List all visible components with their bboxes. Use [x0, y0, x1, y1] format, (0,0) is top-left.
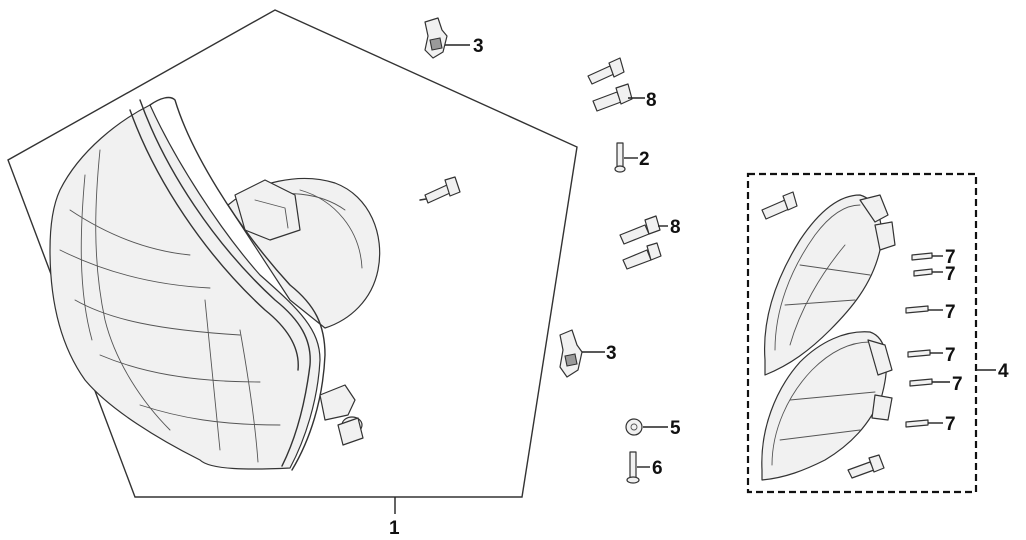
callout-7-e: 7: [952, 374, 963, 395]
callout-5: 5: [670, 418, 681, 439]
bolt-part-8-lower: [619, 215, 668, 270]
callout-8-lower: 8: [670, 217, 681, 238]
callout-8-upper: 8: [646, 90, 657, 111]
callout-3-lower: 3: [606, 343, 617, 364]
bolt-part-8-upper: [587, 57, 645, 112]
callout-7-d: 7: [945, 345, 956, 366]
assembly-4-boundary: [746, 172, 978, 494]
clip-part-3-upper: [424, 17, 470, 59]
washer-part-5: [625, 418, 668, 436]
screw-part-6: [626, 451, 650, 484]
rivet-clip-loose: [419, 176, 461, 204]
assembly-1-boundary: [7, 9, 578, 498]
callout-6: 6: [652, 458, 663, 479]
callout-7-a: 7: [945, 247, 956, 268]
callout-3-upper: 3: [473, 36, 484, 57]
clip-part-3-lower: [559, 329, 605, 378]
screws-part-7: [905, 252, 950, 428]
callout-1: 1: [389, 518, 400, 539]
callout-2: 2: [639, 149, 650, 170]
callout-7-c: 7: [945, 302, 956, 323]
screw-part-2: [614, 142, 638, 173]
callout-7-f: 7: [945, 414, 956, 435]
callout-7-b: 7: [945, 264, 956, 285]
headlight-assembly: [49, 96, 381, 471]
callout-4: 4: [998, 361, 1009, 382]
turn-signal-assembly: [761, 191, 896, 481]
